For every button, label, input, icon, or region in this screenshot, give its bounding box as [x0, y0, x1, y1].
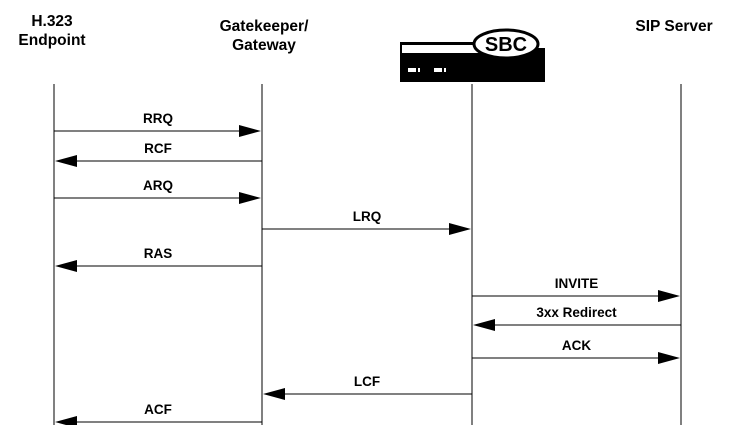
sbc-chassis-slot — [402, 45, 494, 53]
sbc-port-icon — [434, 68, 442, 72]
message-7: 3xx Redirect — [473, 305, 681, 331]
arrowhead-icon — [263, 388, 285, 400]
message-label: 3xx Redirect — [536, 305, 617, 320]
message-9: LCF — [263, 374, 472, 400]
arrowhead-icon — [55, 260, 77, 272]
message-label: RCF — [144, 141, 172, 156]
sbc-device-icon: SBC — [400, 28, 545, 82]
arrowhead-icon — [55, 155, 77, 167]
message-label: LCF — [354, 374, 380, 389]
lane-header-line: Endpoint — [18, 32, 86, 49]
message-10: ACF — [55, 402, 262, 425]
message-1: RRQ — [54, 111, 261, 137]
message-2: RCF — [55, 141, 262, 167]
lane-header-line: Gateway — [232, 37, 296, 54]
message-4: LRQ — [262, 209, 471, 235]
message-6: INVITE — [472, 276, 680, 302]
message-label: ACF — [144, 402, 172, 417]
arrowhead-icon — [55, 416, 77, 425]
lane-header-gatekeeper-gateway: Gatekeeper/ Gateway — [200, 17, 328, 55]
lane-header-sip-server: SIP Server — [612, 17, 736, 36]
message-label: LRQ — [353, 209, 382, 224]
sbc-port-icon — [418, 68, 420, 72]
message-label: INVITE — [555, 276, 599, 291]
lane-header-line: Gatekeeper/ — [219, 18, 309, 35]
message-3: ARQ — [54, 178, 261, 204]
lane-header-line: H.323 — [31, 13, 73, 30]
sbc-port-icon — [444, 68, 446, 72]
message-label: RRQ — [143, 111, 173, 126]
message-5: RAS — [55, 246, 262, 272]
message-label: RAS — [144, 246, 173, 261]
arrowhead-icon — [239, 192, 261, 204]
arrowhead-icon — [658, 290, 680, 302]
arrowhead-icon — [658, 352, 680, 364]
sbc-badge — [472, 28, 540, 60]
message-label: ARQ — [143, 178, 173, 193]
arrowhead-icon — [239, 125, 261, 137]
lane-header-line: SIP Server — [635, 18, 713, 35]
sbc-port-icon — [408, 68, 416, 72]
message-8: ACK — [472, 338, 680, 364]
sbc-badge-label: SBC — [485, 34, 527, 56]
arrowhead-icon — [449, 223, 471, 235]
message-label: ACK — [562, 338, 591, 353]
arrowhead-icon — [473, 319, 495, 331]
lane-header-h323-endpoint: H.323 Endpoint — [2, 12, 102, 50]
